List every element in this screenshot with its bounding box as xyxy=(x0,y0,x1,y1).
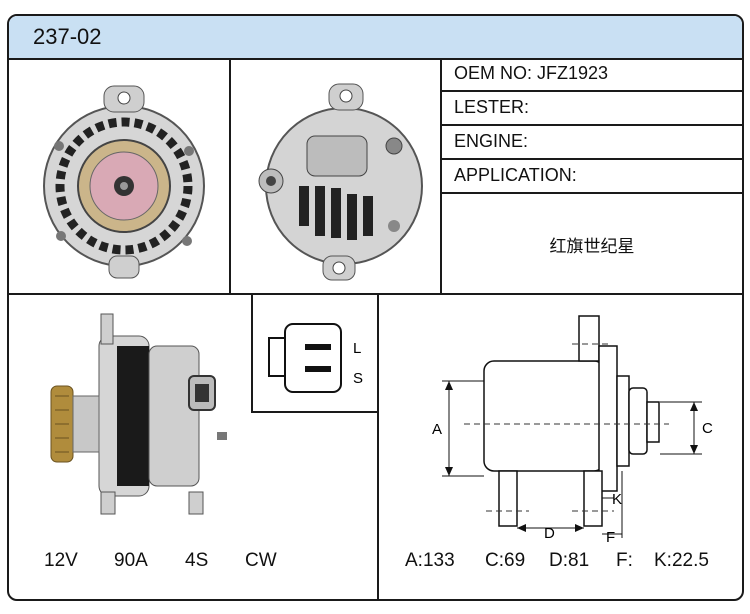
dimension-c-label: C xyxy=(702,420,713,437)
rotation-value: CW xyxy=(245,550,277,571)
pin-s-label: S xyxy=(353,370,363,387)
pin-l-contact xyxy=(305,344,331,350)
part-number-title: 237-02 xyxy=(33,24,102,49)
dimension-k-label: K xyxy=(612,491,622,508)
spec-row-application: APPLICATION: xyxy=(442,160,742,194)
alternator-side-view-image xyxy=(50,313,227,515)
connector-box-left xyxy=(251,293,253,413)
divider-v2 xyxy=(440,58,442,295)
alternator-rear-view-image xyxy=(258,83,423,281)
product-card: 237-02 OEM NO: JFZ1923 LESTER: ENGINE: A… xyxy=(7,14,744,601)
groove-value: 4S xyxy=(185,550,209,571)
spec-row-oem: OEM NO: JFZ1923 xyxy=(442,58,742,92)
dimension-d-label: D xyxy=(544,525,555,542)
spec-row-lester: LESTER: xyxy=(442,92,742,126)
dimension-k-value: K:22.5 xyxy=(654,550,709,571)
divider-h-mid xyxy=(9,293,742,295)
dimension-f-label: F xyxy=(606,529,615,546)
engine-label: ENGINE: xyxy=(454,131,529,151)
dimension-a-label: A xyxy=(432,421,442,438)
pin-l-label: L xyxy=(353,340,361,357)
connector-plug-diagram: L S xyxy=(268,323,363,393)
dimension-c-value: C:69 xyxy=(485,550,526,571)
lester-label: LESTER: xyxy=(454,97,530,117)
header-bar: 237-02 xyxy=(9,16,742,60)
voltage-value: 12V xyxy=(44,550,78,571)
amperage-value: 90A xyxy=(114,550,148,571)
oem-label: OEM NO: JFZ1923 xyxy=(454,63,609,83)
dimension-d-value: D:81 xyxy=(549,550,590,571)
dimension-f-value: F: xyxy=(616,550,633,571)
divider-v1 xyxy=(229,58,231,295)
spec-row-engine: ENGINE: xyxy=(442,126,742,160)
alternator-front-view-image xyxy=(43,85,205,279)
pin-s-contact xyxy=(305,366,331,372)
application-label: APPLICATION: xyxy=(454,165,577,185)
dimension-a-value: A:133 xyxy=(405,550,455,571)
divider-v3 xyxy=(377,293,379,599)
dimension-drawing: A C D F K xyxy=(432,315,713,546)
connector-box-bottom xyxy=(251,411,379,413)
application-value: 红旗世纪星 xyxy=(549,237,635,256)
